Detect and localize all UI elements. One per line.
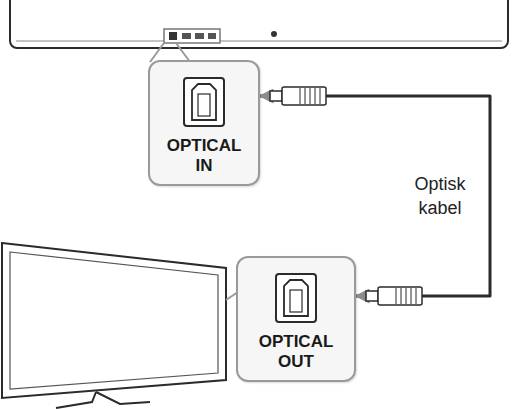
plug-grip	[305, 88, 306, 104]
cable-label: Optisk kabel	[400, 172, 480, 220]
plug-tip	[270, 91, 282, 101]
port-label: OPTICAL IN	[163, 136, 245, 176]
plug-body	[378, 287, 422, 305]
plug-grip	[411, 288, 412, 304]
plug-grip	[406, 288, 407, 304]
port-outer	[276, 274, 316, 322]
port-panel	[164, 29, 220, 43]
port	[195, 33, 204, 39]
plug-grip	[416, 288, 417, 304]
optical-port	[169, 32, 177, 40]
port-outer	[184, 78, 224, 126]
plug-grip	[300, 88, 301, 104]
port-socket	[192, 84, 216, 120]
plug-grip	[396, 288, 397, 304]
port	[208, 33, 216, 39]
soundbar-body	[10, 0, 508, 48]
soundbar-edge	[16, 41, 502, 42]
plug-grip	[315, 88, 316, 104]
plug-grip	[310, 88, 311, 104]
port-label: OPTICAL OUT	[255, 332, 337, 372]
port-icon	[156, 70, 252, 134]
port	[182, 33, 191, 39]
port-icon	[244, 266, 348, 330]
tv-frame	[2, 243, 226, 398]
plug-grip	[401, 288, 402, 304]
port-core	[198, 94, 210, 116]
plug-grip	[320, 88, 321, 104]
port-socket	[284, 280, 308, 316]
callout-box: OPTICAL IN	[148, 60, 260, 186]
tv-screen	[10, 252, 218, 389]
plug-body	[282, 87, 326, 105]
tv-stand	[56, 392, 150, 408]
callout-box: OPTICAL OUT	[236, 256, 356, 382]
plug-tip	[366, 291, 378, 301]
port-core	[290, 290, 302, 312]
indicator	[271, 31, 277, 37]
